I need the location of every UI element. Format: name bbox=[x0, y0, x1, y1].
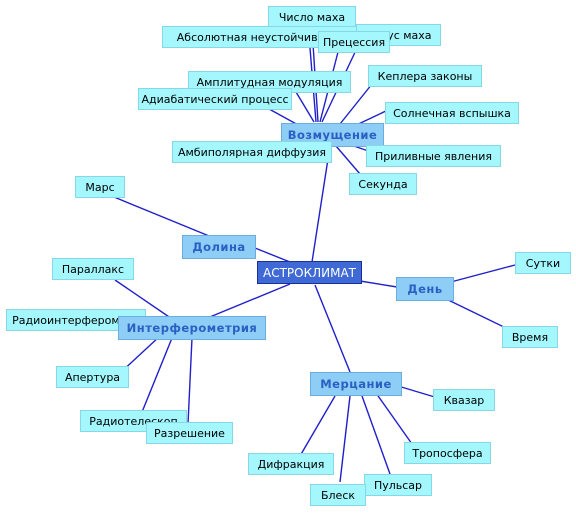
edge-dolina-mars bbox=[113, 196, 215, 239]
branch-vozmushchenie[interactable]: Возмущение bbox=[281, 123, 384, 147]
leaf-difraktsiya[interactable]: Дифракция bbox=[248, 453, 334, 475]
branch-mertsanie[interactable]: Мерцание bbox=[310, 372, 402, 396]
leaf-blesk[interactable]: Блеск bbox=[310, 484, 366, 506]
edge-mertsanie-difraktsiya bbox=[299, 395, 336, 457]
branch-den[interactable]: День bbox=[396, 277, 454, 301]
edge-root-mertsanie bbox=[314, 284, 351, 373]
leaf-keplera-zakony[interactable]: Кеплера законы bbox=[368, 65, 482, 87]
leaf-sekunda[interactable]: Секунда bbox=[349, 173, 417, 195]
leaf-pulsar[interactable]: Пульсар bbox=[364, 474, 432, 496]
leaf-adiabaticheskiy-protsess[interactable]: Адиабатический процесс bbox=[138, 88, 292, 110]
leaf-solnechnaya-vspyshka[interactable]: Солнечная вспышка bbox=[385, 102, 519, 124]
leaf-pretsessiya[interactable]: Прецессия bbox=[318, 31, 390, 53]
leaf-parallaks[interactable]: Параллакс bbox=[52, 258, 134, 280]
edge-den-sutki bbox=[446, 264, 516, 284]
leaf-mars[interactable]: Марс bbox=[75, 176, 125, 198]
leaf-razreshenie[interactable]: Разрешение bbox=[146, 422, 233, 444]
edge-mertsanie-troposfera bbox=[375, 392, 413, 445]
edge-interferometriya-parallaks bbox=[114, 279, 176, 322]
leaf-absolyutnaya-neustoychivost[interactable]: Абсолютная неустойчивость bbox=[162, 26, 358, 48]
leaf-apertura[interactable]: Апертура bbox=[56, 366, 129, 388]
root-node[interactable]: АСТРОКЛИМАТ bbox=[257, 261, 362, 284]
edge-root-vozmushchenie bbox=[311, 145, 331, 263]
edge-interferometriya-razreshenie bbox=[187, 337, 193, 425]
edge-mertsanie-pulsar bbox=[361, 395, 391, 475]
edge-interferometriya-radiotelescope bbox=[139, 337, 173, 418]
leaf-kvazar[interactable]: Квазар bbox=[433, 389, 495, 411]
leaf-prilivnye-yavleniya[interactable]: Приливные явления bbox=[366, 145, 501, 167]
leaf-chislo-maha[interactable]: Число маха bbox=[268, 6, 356, 28]
branch-interferometriya[interactable]: Интерферометрия bbox=[118, 316, 266, 340]
edge-mertsanie-kvazar bbox=[397, 385, 439, 399]
leaf-sutki[interactable]: Сутки bbox=[515, 252, 571, 274]
leaf-ambipolyarnaya-diffuziya[interactable]: Амбиполярная диффузия bbox=[172, 141, 332, 163]
edge-vozmushchenie-keplera bbox=[339, 83, 373, 125]
edge-mertsanie-blesk bbox=[339, 395, 351, 483]
leaf-radiointerferometr[interactable]: Радиоинтерферометр bbox=[6, 309, 146, 331]
leaf-vremya[interactable]: Время bbox=[502, 326, 558, 348]
edge-den-vremya bbox=[439, 295, 511, 331]
edge-root-interferometriya bbox=[204, 283, 291, 320]
edge-vozmushchenie-sekunda bbox=[335, 145, 361, 175]
branch-dolina[interactable]: Долина bbox=[182, 235, 256, 259]
edge-root-den bbox=[359, 280, 398, 288]
leaf-troposfera[interactable]: Тропосфера bbox=[404, 442, 491, 464]
